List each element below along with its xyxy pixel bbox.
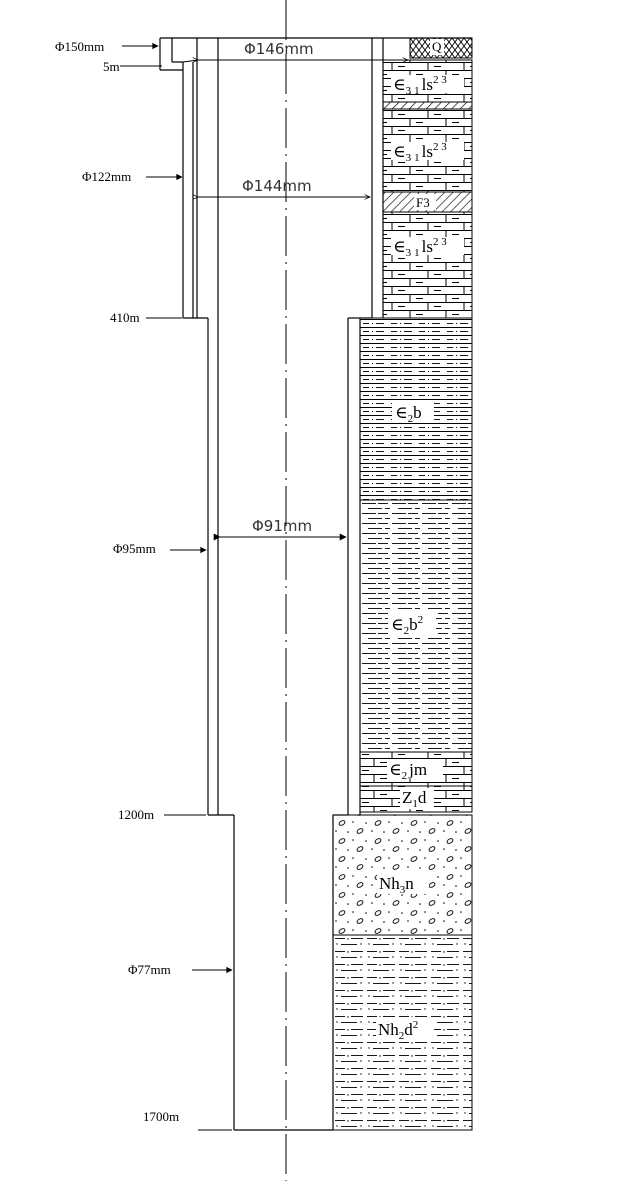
casing-144-label: Φ144mm	[242, 177, 312, 195]
hole-phi95-label: Φ95mm	[113, 541, 156, 556]
svg-text:∈2b: ∈2b	[395, 403, 422, 425]
svg-text:Nh3n: Nh3n	[379, 874, 414, 896]
hole-phi77-label: Φ77mm	[128, 962, 171, 977]
stratum-thin-hatch	[382, 101, 473, 110]
casing-146-label: Φ146mm	[244, 40, 314, 58]
left-annotations: Φ150mm 5m Φ122mm 410m Φ95mm 1200m Φ77mm …	[55, 39, 233, 1131]
svg-text:∈2b2: ∈2b2	[391, 614, 423, 637]
depth-1200m-label: 1200m	[118, 807, 154, 822]
fault-f3-label: F3	[416, 195, 430, 210]
hole-phi150-label: Φ150mm	[55, 39, 104, 54]
stratum-label-2b2: ∈2b2	[388, 612, 436, 637]
borehole-outline	[159, 37, 472, 1131]
svg-text:∈2jm: ∈2jm	[389, 760, 427, 782]
casing-91-label: Φ91mm	[252, 517, 312, 535]
stratum-label-q: Q	[432, 39, 442, 54]
svg-text:Nh2d2: Nh2d2	[378, 1019, 418, 1042]
stratum-label-fault: F3	[414, 194, 436, 210]
svg-text:Z1d: Z1d	[402, 788, 427, 810]
dimension-91: Φ91mm	[213, 517, 347, 541]
strata-column	[332, 37, 473, 1131]
hole-phi122-label: Φ122mm	[82, 169, 131, 184]
stratum-limestone-lower	[382, 211, 473, 319]
stratum-label-2b: ∈2b	[392, 402, 434, 425]
depth-410m-label: 410m	[110, 310, 140, 325]
depth-5m-label: 5m	[103, 59, 120, 74]
stratum-label-nh2d2: Nh2d2	[376, 1017, 434, 1042]
stratum-label-nh3n: Nh3n	[377, 872, 429, 896]
depth-1700m-label: 1700m	[143, 1109, 179, 1124]
stratum-label-z1d: Z1d	[400, 788, 434, 810]
dimension-146: Φ146mm	[182, 40, 409, 63]
dimension-144: Φ144mm	[192, 177, 371, 200]
